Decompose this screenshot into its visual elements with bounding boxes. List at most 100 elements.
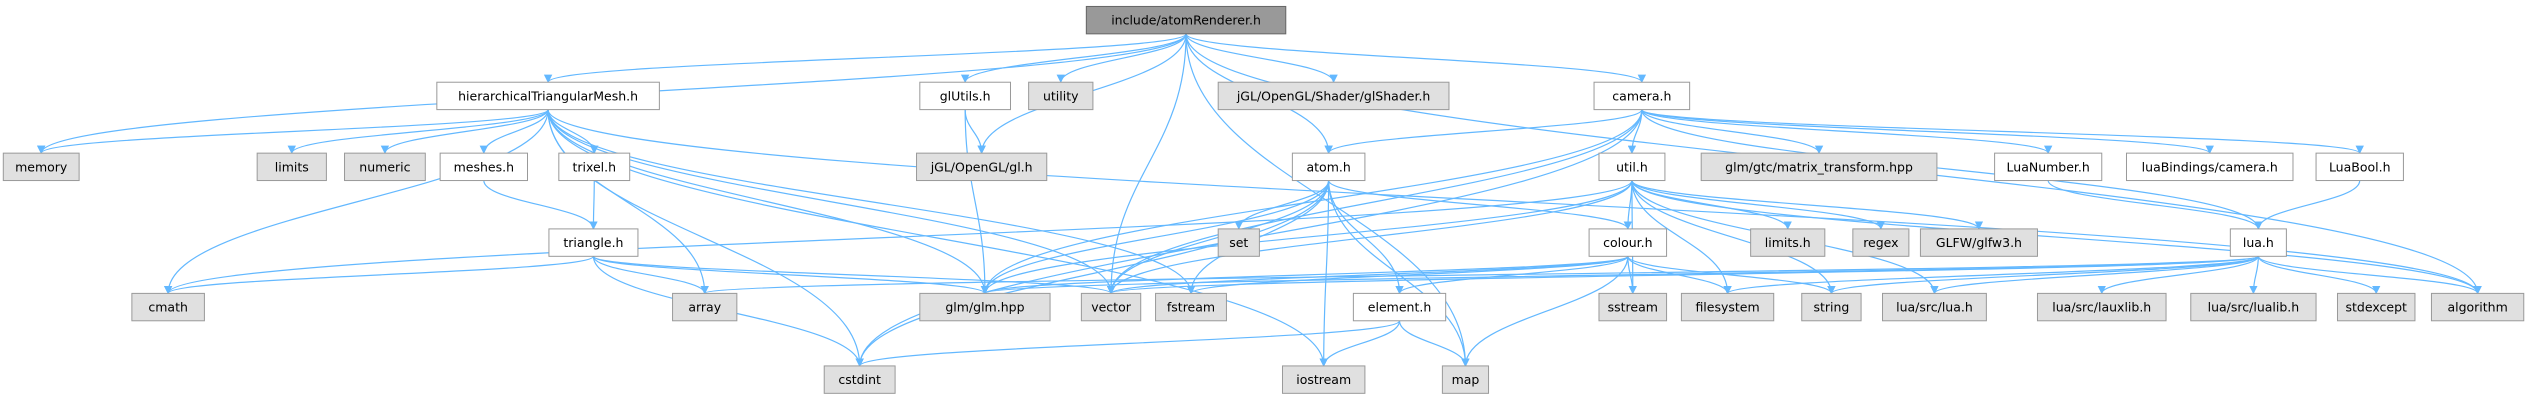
edge-camera-to-luabindings bbox=[1641, 109, 2214, 154]
node-box-meshes bbox=[439, 152, 528, 182]
node-utility: utility bbox=[1028, 81, 1094, 111]
node-filesystem: filesystem bbox=[1680, 292, 1775, 322]
node-label-atom: atom.h bbox=[1307, 159, 1351, 174]
node-label-luanumber: LuaNumber.h bbox=[2007, 159, 2090, 174]
edge-lua-to-string bbox=[1827, 255, 2259, 295]
node-box-set bbox=[1217, 228, 1260, 257]
edge-atom-to-cstdint bbox=[855, 180, 1330, 367]
node-fstream: fstream bbox=[1155, 292, 1227, 322]
node-set: set bbox=[1217, 228, 1260, 257]
node-label-htm: hierarchicalTriangularMesh.h bbox=[458, 88, 638, 103]
node-label-luabool: LuaBool.h bbox=[2329, 159, 2391, 174]
edge-element-to-map bbox=[1398, 320, 1470, 367]
edge-element-to-cstdint bbox=[855, 320, 1401, 367]
node-luabool[interactable]: LuaBool.h bbox=[2315, 152, 2404, 182]
edge-camera-to-luanumber bbox=[1641, 109, 2053, 154]
node-element[interactable]: element.h bbox=[1352, 292, 1447, 322]
edge-glutils-to-jglgl bbox=[964, 109, 986, 154]
node-atom[interactable]: atom.h bbox=[1291, 152, 1366, 182]
edge-luanumber-to-lua bbox=[2047, 180, 2263, 230]
node-luanumber[interactable]: LuaNumber.h bbox=[1994, 152, 2103, 182]
node-label-trixel: trixel.h bbox=[572, 159, 616, 174]
node-box-glfw bbox=[1919, 228, 2038, 257]
node-colour[interactable]: colour.h bbox=[1588, 228, 1668, 257]
edge-util-to-glm bbox=[980, 180, 1633, 295]
node-box-regex bbox=[1852, 228, 1910, 257]
node-util[interactable]: util.h bbox=[1598, 152, 1666, 182]
edge-root-to-vector bbox=[1106, 33, 1187, 295]
edge-camera-to-lua bbox=[1641, 109, 2263, 230]
edge-lua-to-glm bbox=[981, 255, 2259, 295]
node-numeric: numeric bbox=[344, 152, 426, 182]
node-limits: limits bbox=[256, 152, 327, 182]
edge-htm-to-memory bbox=[37, 109, 549, 154]
node-label-fstream: fstream bbox=[1167, 300, 1215, 315]
node-iostream: iostream bbox=[1281, 365, 1366, 394]
edge-element-to-iostream bbox=[1319, 320, 1401, 367]
node-label-colour: colour.h bbox=[1603, 235, 1652, 250]
node-box-matrix bbox=[1700, 152, 1938, 182]
node-box-map bbox=[1441, 365, 1490, 394]
node-label-matrix: glm/gtc/matrix_transform.hpp bbox=[1725, 159, 1913, 174]
node-luasrclua: lua/src/lua.h bbox=[1882, 292, 1987, 322]
edge-util-to-filesystem bbox=[1631, 180, 1732, 295]
node-label-algorithm: algorithm bbox=[2447, 300, 2507, 315]
edge-util-to-cmath bbox=[164, 180, 1633, 295]
node-box-lauxlib bbox=[2036, 292, 2167, 322]
node-box-luanumber bbox=[1994, 152, 2103, 182]
node-label-cmath: cmath bbox=[148, 300, 188, 315]
edge-colour-to-string bbox=[1627, 255, 1836, 295]
node-triangle[interactable]: triangle.h bbox=[548, 228, 639, 257]
node-label-element: element.h bbox=[1368, 300, 1431, 315]
node-htm[interactable]: hierarchicalTriangularMesh.h bbox=[436, 81, 660, 111]
node-meshes[interactable]: meshes.h bbox=[439, 152, 528, 182]
node-limitsh: limits.h bbox=[1750, 228, 1826, 257]
node-box-luabindings bbox=[2125, 152, 2294, 182]
node-label-sstream: sstream bbox=[1608, 300, 1658, 315]
node-label-lua: lua.h bbox=[2243, 235, 2274, 250]
edge-colour-to-glm bbox=[981, 255, 1629, 295]
node-box-trixel bbox=[558, 152, 631, 182]
node-vector: vector bbox=[1080, 292, 1142, 322]
edge-lua-to-lauxlib bbox=[2097, 256, 2259, 295]
edge-lua-to-stdexcept bbox=[2257, 256, 2381, 295]
edge-lua-to-vector bbox=[1107, 255, 2259, 295]
node-luabindings[interactable]: luaBindings/camera.h bbox=[2125, 152, 2294, 182]
node-label-cstdint: cstdint bbox=[838, 372, 881, 387]
node-box-luasrclua bbox=[1882, 292, 1987, 322]
node-label-glm: glm/glm.hpp bbox=[945, 300, 1024, 315]
edge-util-to-algorithm bbox=[1631, 180, 2482, 295]
edge-util-to-string bbox=[1631, 180, 1836, 295]
edge-root-to-glshader bbox=[1185, 33, 1338, 84]
node-box-glutils bbox=[919, 81, 1011, 111]
node-box-jglgl bbox=[916, 152, 1048, 182]
node-box-lualib bbox=[2190, 292, 2317, 322]
edge-root-to-htm bbox=[544, 33, 1187, 84]
node-box-root bbox=[1085, 5, 1287, 35]
node-camera[interactable]: camera.h bbox=[1593, 81, 1691, 111]
node-trixel[interactable]: trixel.h bbox=[558, 152, 631, 182]
node-root[interactable]: include/atomRenderer.h bbox=[1085, 5, 1287, 35]
edge-htm-to-glm bbox=[547, 109, 990, 295]
edge-lua-to-array bbox=[701, 255, 2259, 295]
node-label-jglgl: jGL/OpenGL/gl.h bbox=[930, 159, 1033, 174]
node-lua[interactable]: lua.h bbox=[2229, 228, 2287, 257]
edge-root-to-camera bbox=[1185, 33, 1646, 84]
node-label-root: include/atomRenderer.h bbox=[1111, 13, 1261, 28]
node-glfw: GLFW/glfw3.h bbox=[1919, 228, 2038, 257]
edge-trixel-to-triangle bbox=[589, 180, 598, 230]
edge-colour-to-vector bbox=[1107, 255, 1629, 295]
node-box-iostream bbox=[1281, 365, 1366, 394]
edge-htm-to-numeric bbox=[380, 109, 549, 154]
edge-util-to-regex bbox=[1631, 180, 1885, 230]
edge-triangle-to-cmath bbox=[164, 255, 595, 295]
node-matrix: glm/gtc/matrix_transform.hpp bbox=[1700, 152, 1938, 182]
node-label-limitsh: limits.h bbox=[1765, 235, 1811, 250]
node-label-regex: regex bbox=[1863, 235, 1898, 250]
node-box-colour bbox=[1588, 228, 1668, 257]
node-glutils[interactable]: glUtils.h bbox=[919, 81, 1011, 111]
node-memory: memory bbox=[2, 152, 80, 182]
node-string: string bbox=[1801, 292, 1862, 322]
node-label-memory: memory bbox=[15, 159, 68, 174]
